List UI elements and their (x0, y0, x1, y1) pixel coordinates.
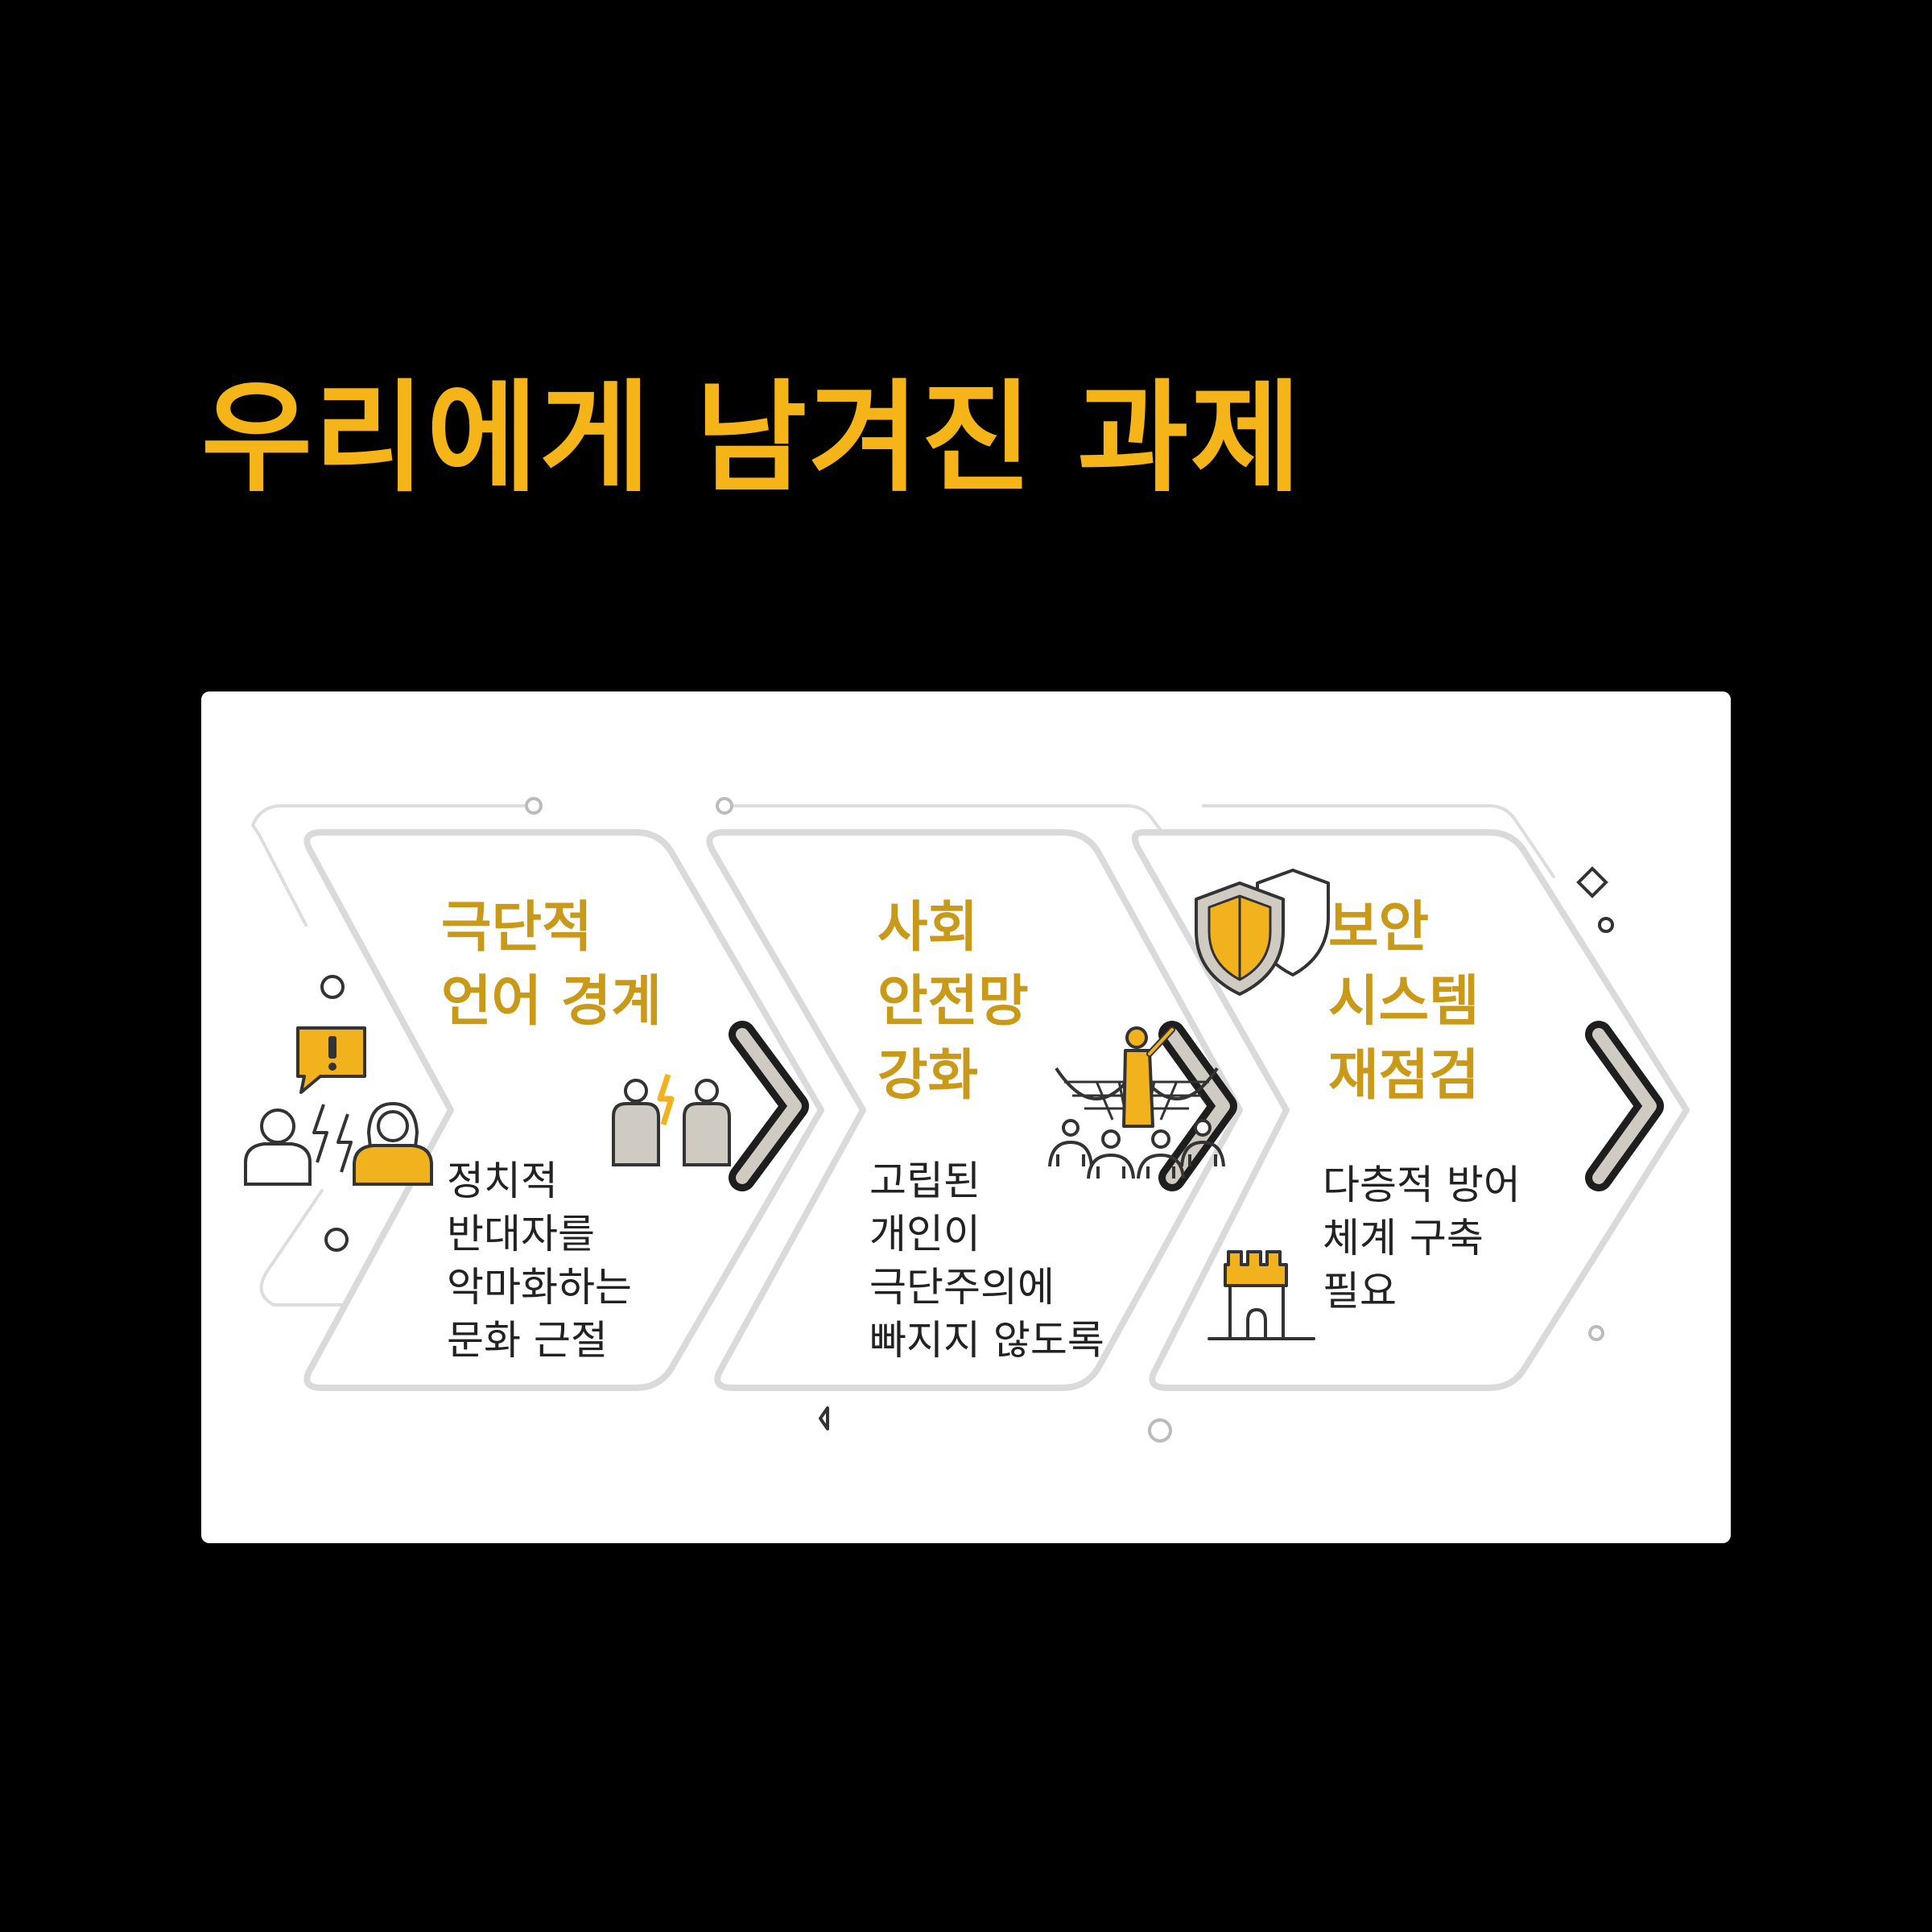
left-triangle-icon (819, 1406, 829, 1430)
page-title: 우리에게 남겨진 과제 (201, 369, 1303, 509)
step-1-description: 정치적 반대자를 악마화하는 문화 근절 (447, 1154, 632, 1367)
heading-line: 보안 (1328, 896, 1430, 960)
heading-line: 시스템 (1328, 970, 1480, 1034)
castle-icon (1208, 1250, 1315, 1340)
step-2-description: 고립된 개인이 극단주의에 빠지지 않도록 (869, 1154, 1104, 1367)
heading-line: 안전망 (877, 970, 1029, 1034)
arguing-people-icon (244, 1101, 433, 1186)
heading-line: 극단적 (441, 896, 592, 960)
safety-net-icon (1048, 1026, 1225, 1179)
alert-speech-icon (296, 1026, 366, 1094)
step-chevrons (303, 829, 1690, 1391)
description-line: 고립된 (869, 1158, 980, 1204)
description-line: 정치적 (447, 1158, 558, 1204)
decor-dots (320, 797, 1614, 1443)
heading-line: 언어 경계 (441, 970, 662, 1034)
step-3-heading: 보안 시스템 재점검 (1328, 891, 1480, 1113)
diamond-icon (1576, 866, 1608, 898)
heading-line: 사회 (877, 896, 979, 960)
description-line: 필요 (1323, 1268, 1397, 1315)
heading-line: 강화 (877, 1044, 979, 1108)
chevron-arrow-icons (729, 1021, 1664, 1191)
diagram-graphics (244, 797, 1690, 1443)
process-diagram-card: 극단적 언어 경계 정치적 반대자를 악마화하는 문화 근절 사회 안전망 강화… (201, 691, 1731, 1543)
description-line: 반대자를 (447, 1211, 595, 1257)
description-line: 개인이 (869, 1211, 980, 1257)
step-3-description: 다층적 방어 체계 구축 필요 (1323, 1158, 1521, 1318)
description-line: 체계 구축 (1323, 1215, 1484, 1261)
description-line: 극단주의에 (869, 1264, 1055, 1311)
step-2-heading: 사회 안전망 강화 (877, 891, 1029, 1113)
step-1-heading: 극단적 언어 경계 (441, 891, 662, 1039)
heading-line: 재점검 (1328, 1044, 1480, 1108)
description-line: 문화 근절 (447, 1317, 608, 1364)
shield-icon (1195, 869, 1330, 996)
description-line: 빠지지 않도록 (869, 1317, 1104, 1364)
conflict-people-icon (612, 1073, 731, 1166)
description-line: 악마화하는 (447, 1264, 632, 1311)
description-line: 다층적 방어 (1323, 1162, 1521, 1208)
